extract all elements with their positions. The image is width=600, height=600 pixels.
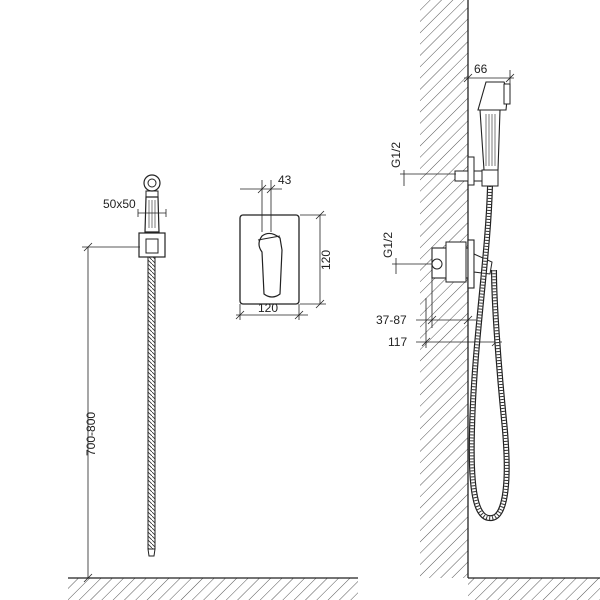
- mixer-depth-dimension: 43: [240, 173, 292, 232]
- holder-plate: [138, 232, 166, 258]
- mixer-height-dimension: 120: [300, 210, 333, 309]
- install-depth-label: 37-87: [376, 313, 407, 327]
- side-section-view: 66 G1/2 G1/2 37-87: [376, 0, 600, 600]
- mixer-height-label: 120: [319, 250, 333, 270]
- hose-height-label: 700-800: [84, 412, 98, 456]
- thread-lower-label: G1/2: [381, 232, 395, 258]
- hose-loop: [468, 185, 510, 522]
- wall: [420, 0, 469, 578]
- holder-projection-label: 66: [474, 62, 488, 76]
- hose: [147, 256, 156, 557]
- sprayer-head: [143, 174, 161, 233]
- wall-projection-label: 117: [388, 335, 407, 349]
- plate-size-label: 50x50: [103, 197, 136, 211]
- front-view-mixer: 43 120 120: [235, 173, 333, 320]
- mixer-width-label: 120: [258, 301, 278, 315]
- thread-upper-label: G1/2: [389, 142, 403, 168]
- hose-height-dimension: 700-800: [82, 242, 140, 583]
- thread-lower-callout: G1/2: [381, 232, 432, 274]
- mixer-depth-label: 43: [278, 173, 292, 187]
- sprayer-side: [477, 81, 511, 187]
- mixer-side: [431, 239, 493, 289]
- thread-upper-callout: G1/2: [389, 142, 456, 186]
- floor-left: [68, 577, 358, 600]
- holder-projection-dimension: 66: [463, 62, 515, 92]
- plate-dimension: 50x50: [103, 197, 167, 217]
- floor-right: [468, 577, 600, 600]
- install-depth-dimension: 37-87: [376, 278, 476, 328]
- front-view-hose-set: 50x50 700-800: [68, 174, 358, 600]
- mixer-width-dimension: 120: [235, 301, 308, 320]
